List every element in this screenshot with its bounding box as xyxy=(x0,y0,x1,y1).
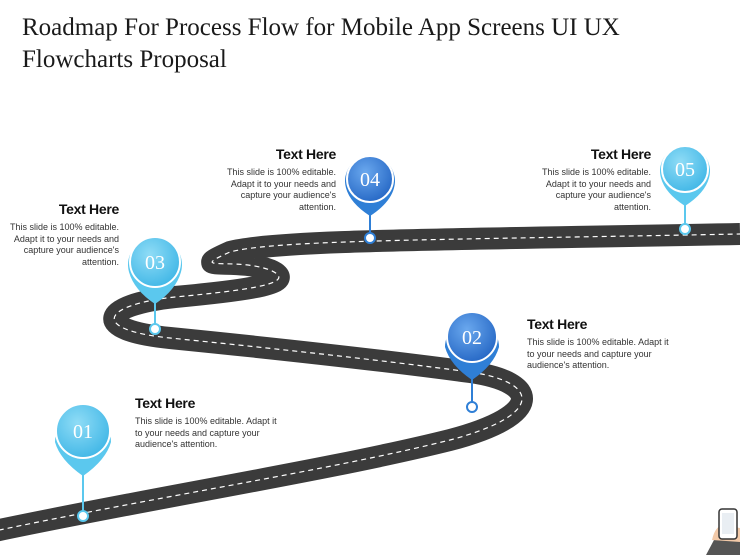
milestone-pin-05: 05 xyxy=(660,145,710,235)
road xyxy=(0,223,740,542)
phone-in-hand-icon xyxy=(706,508,740,555)
step-card-03: Text Here This slide is 100% editable. A… xyxy=(0,201,119,268)
step-card-05: Text Here This slide is 100% editable. A… xyxy=(535,146,651,213)
step-body-02: This slide is 100% editable. Adapt it to… xyxy=(527,337,669,370)
road-center-line xyxy=(0,233,740,531)
slide-title: Roadmap For Process Flow for Mobile App … xyxy=(22,14,620,73)
step-card-02: Text Here This slide is 100% editable. A… xyxy=(527,316,677,372)
pin-number-03: 03 xyxy=(145,252,165,274)
step-heading-04: Text Here xyxy=(275,146,336,162)
step-body-04: This slide is 100% editable. Adapt it to… xyxy=(226,167,336,212)
pin-number-01: 01 xyxy=(73,421,93,443)
step-heading-05: Text Here xyxy=(590,146,651,162)
milestone-pin-01: 01 xyxy=(55,403,111,522)
step-card-04: Text Here This slide is 100% editable. A… xyxy=(220,146,336,213)
step-body-01: This slide is 100% editable. Adapt it to… xyxy=(135,416,277,449)
pin-number-02: 02 xyxy=(462,327,482,349)
pin-number-05: 05 xyxy=(675,159,695,181)
milestone-pin-03: 03 xyxy=(128,236,182,335)
step-heading-03: Text Here xyxy=(58,201,119,217)
step-heading-02: Text Here xyxy=(527,316,588,332)
step-heading-01: Text Here xyxy=(135,395,196,411)
pin-number-04: 04 xyxy=(360,169,380,191)
milestone-pin-04: 04 xyxy=(344,155,395,244)
step-body-05: This slide is 100% editable. Adapt it to… xyxy=(541,167,651,212)
milestone-pin-02: 02 xyxy=(445,311,499,413)
step-body-03: This slide is 100% editable. Adapt it to… xyxy=(9,222,119,267)
step-card-01: Text Here This slide is 100% editable. A… xyxy=(135,395,285,451)
